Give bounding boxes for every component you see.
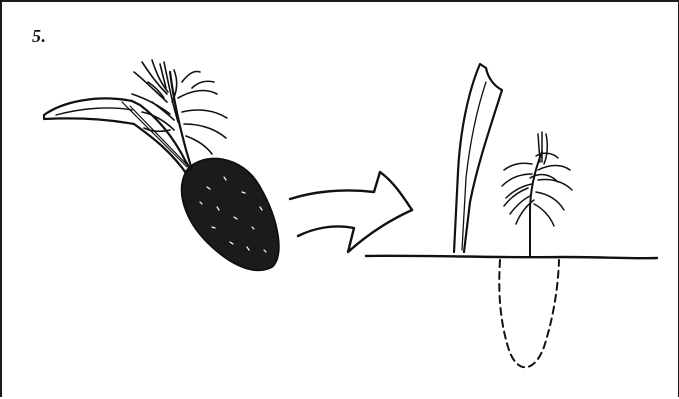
planted-seedling-icon: [366, 64, 657, 367]
seedling-in-container-icon: [44, 60, 279, 270]
arrow-right-icon: [290, 172, 412, 252]
